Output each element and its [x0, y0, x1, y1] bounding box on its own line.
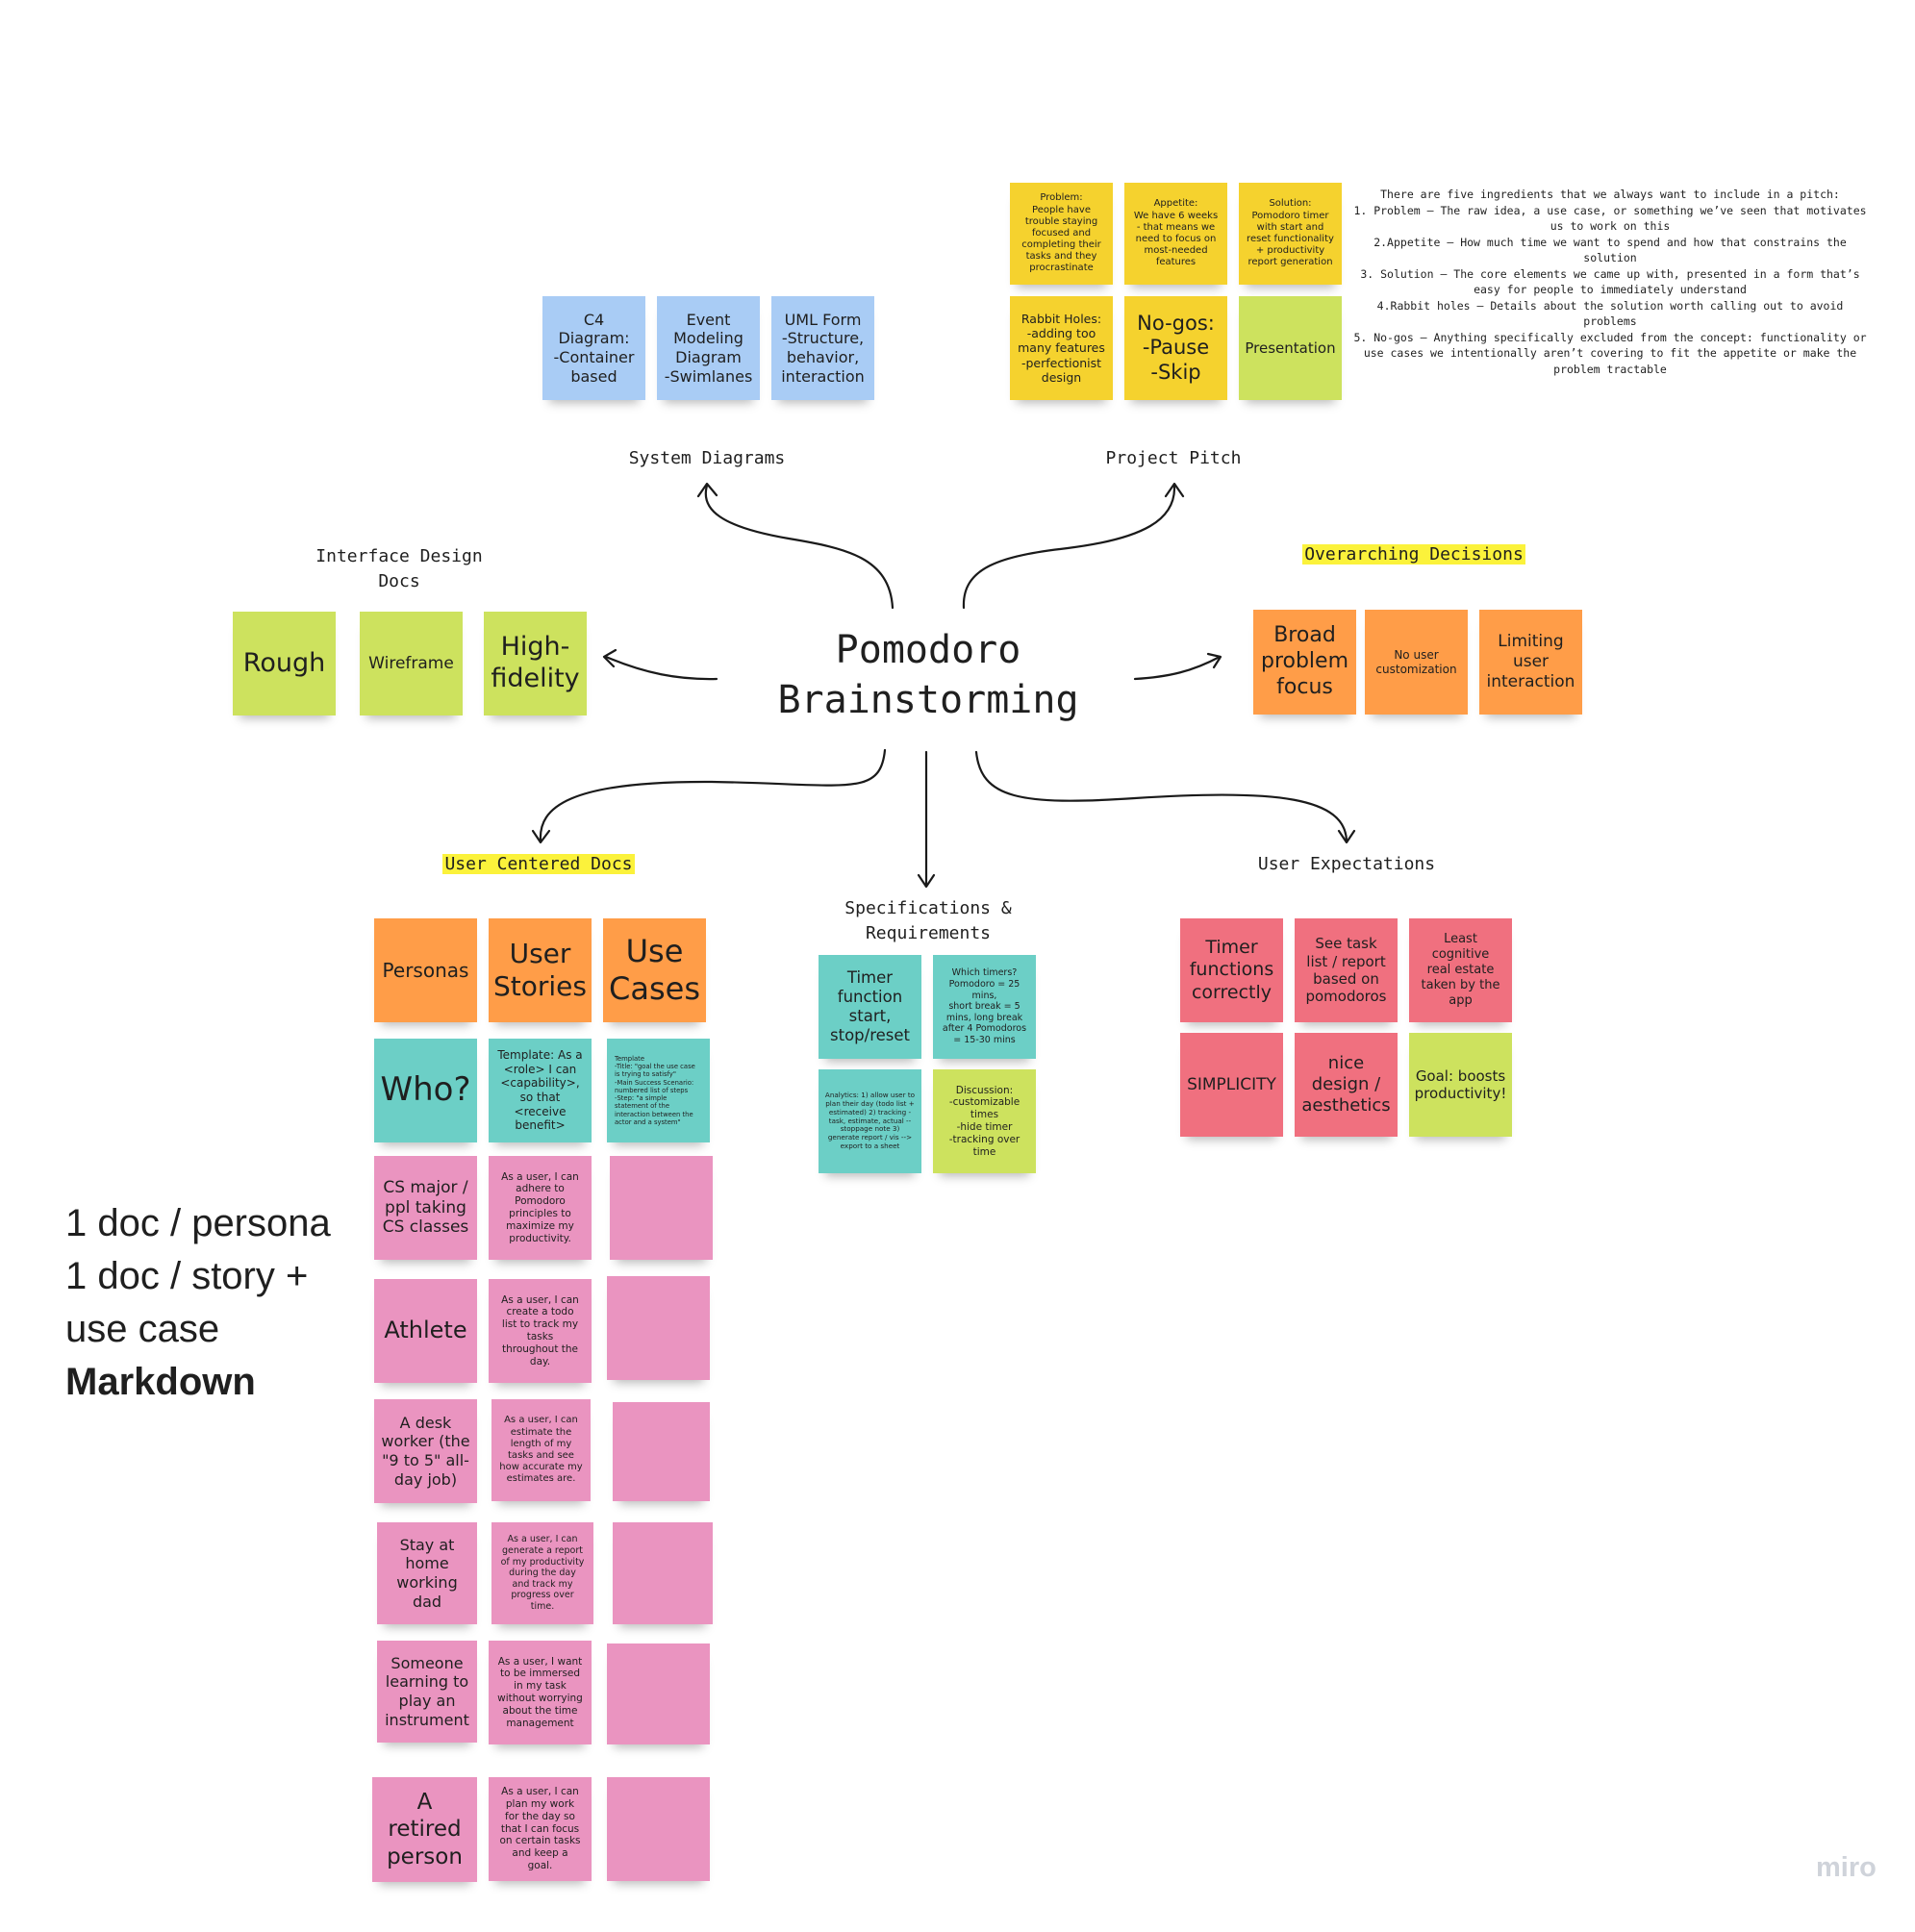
arrowhead-interface-design [602, 648, 617, 668]
arrow-to-user-expectations [974, 750, 1348, 842]
sticky-note-persona-cs-major[interactable]: CS major / ppl taking CS classes [374, 1156, 477, 1260]
sticky-note-use-case-empty[interactable] [607, 1276, 710, 1380]
sticky-note-persona-retired-person[interactable]: A retired person [372, 1777, 477, 1882]
arrow-to-user-centered [539, 748, 887, 842]
sticky-note-user-story-template[interactable]: Template: As a <role> I can <capability>… [489, 1039, 592, 1142]
sticky-note-broad-problem-focus[interactable]: Broad problem focus [1253, 610, 1356, 715]
arrow-to-project-pitch [962, 485, 1176, 610]
highlighted-text: Overarching Decisions [1302, 544, 1525, 565]
section-label-user-centered-docs: User Centered Docs [414, 854, 664, 874]
sticky-note-rough[interactable]: Rough [233, 612, 336, 715]
sticky-note-persona-desk-worker[interactable]: A desk worker (the "9 to 5" all-day job) [374, 1399, 477, 1503]
sticky-note-c4-diagram[interactable]: C4 Diagram: -Container based [542, 296, 645, 400]
sticky-note-story-generate-report[interactable]: As a user, I can generate a report of my… [491, 1522, 593, 1624]
doc-format-line: 1 doc / persona [65, 1202, 331, 1244]
sticky-note-spec-discussion[interactable]: Discussion: -customizable times -hide ti… [933, 1069, 1036, 1173]
sticky-note-pitch-solution[interactable]: Solution: Pomodoro timer with start and … [1239, 183, 1342, 285]
section-label-interface-design: Interface Design Docs [315, 546, 483, 591]
miro-watermark: miro [1816, 1852, 1877, 1883]
sticky-note-user-stories-header[interactable]: User Stories [489, 918, 592, 1022]
sticky-note-persona-athlete[interactable]: Athlete [374, 1279, 477, 1383]
sticky-note-use-case-empty[interactable] [613, 1402, 710, 1501]
sticky-note-use-case-empty[interactable] [610, 1156, 713, 1260]
sticky-note-use-case-empty[interactable] [613, 1522, 713, 1624]
sticky-note-story-estimate-tasks[interactable]: As a user, I can estimate the length of … [491, 1399, 591, 1501]
sticky-note-high-fidelity[interactable]: High- fidelity [484, 612, 587, 715]
sticky-note-persona-instrument-learner[interactable]: Someone learning to play an instrument [377, 1641, 477, 1743]
sticky-note-story-todo-list[interactable]: As a user, I can create a todo list to t… [489, 1279, 592, 1383]
pitch-ingredients-text: There are five ingredients that we alway… [1353, 188, 1867, 376]
arrowhead-user-expectations [1337, 829, 1356, 844]
sticky-note-pitch-presentation[interactable]: Presentation [1239, 296, 1342, 400]
sticky-note-wireframe[interactable]: Wireframe [360, 612, 463, 715]
doc-format-note: 1 doc / persona 1 doc / story + use case… [65, 1197, 373, 1409]
doc-format-line: 1 doc / story + [65, 1255, 309, 1297]
section-label-project-pitch: Project Pitch [1105, 448, 1242, 468]
sticky-note-spec-analytics[interactable]: Analytics: 1) allow user to plan their d… [819, 1069, 921, 1173]
sticky-note-expectation-least-cognitive[interactable]: Least cognitive real estate taken by the… [1409, 918, 1512, 1022]
highlighted-text: User Centered Docs [442, 854, 635, 874]
arrow-to-overarching [1133, 655, 1222, 681]
doc-format-line: Markdown [65, 1361, 256, 1403]
arrowhead-project-pitch [1164, 482, 1185, 498]
sticky-note-use-case-empty[interactable] [607, 1643, 710, 1744]
sticky-note-persona-stay-at-home-dad[interactable]: Stay at home working dad [377, 1522, 477, 1624]
arrow-to-system-diagrams [704, 484, 895, 610]
sticky-note-story-pomodoro-principles[interactable]: As a user, I can adhere to Pomodoro prin… [489, 1156, 592, 1260]
section-label-user-expectations: User Expectations [1257, 854, 1436, 874]
sticky-note-personas-header[interactable]: Personas [374, 918, 477, 1022]
sticky-note-expectation-timer-functions[interactable]: Timer functions correctly [1180, 918, 1283, 1022]
sticky-note-expectation-nice-design[interactable]: nice design / aesthetics [1295, 1033, 1398, 1137]
sticky-note-story-plan-work[interactable]: As a user, I can plan my work for the da… [489, 1777, 592, 1881]
sticky-note-expectation-simplicity[interactable]: SIMPLICITY [1180, 1033, 1283, 1137]
sticky-note-use-cases-header[interactable]: Use Cases [603, 918, 706, 1022]
section-label-overarching-decisions: Overarching Decisions [1289, 544, 1539, 565]
sticky-note-pitch-no-gos[interactable]: No-gos: -Pause -Skip [1124, 296, 1227, 400]
sticky-note-spec-timer-function[interactable]: Timer function start, stop/reset [819, 955, 921, 1059]
sticky-note-uml-form[interactable]: UML Form -Structure, behavior, interacti… [771, 296, 874, 400]
sticky-note-spec-which-timers[interactable]: Which timers? Pomodoro = 25 mins, short … [933, 955, 1036, 1059]
sticky-note-event-modeling[interactable]: Event Modeling Diagram -Swimlanes [657, 296, 760, 400]
sticky-note-use-case-empty[interactable] [607, 1777, 710, 1881]
section-label-system-diagrams: System Diagrams [628, 448, 786, 468]
arrowhead-specs [917, 873, 936, 889]
sticky-note-pitch-appetite[interactable]: Appetite: We have 6 weeks - that means w… [1124, 183, 1227, 285]
sticky-note-who[interactable]: Who? [374, 1039, 477, 1142]
section-label-specifications: Specifications & Requirements [844, 898, 1012, 943]
arrow-to-interface-design [604, 655, 718, 681]
sticky-note-expectation-goal[interactable]: Goal: boosts productivity! [1409, 1033, 1512, 1137]
sticky-note-pitch-rabbit-holes[interactable]: Rabbit Holes: -adding too many features … [1010, 296, 1113, 400]
arrowhead-user-centered [531, 829, 551, 844]
sticky-note-use-case-template[interactable]: Template -Title: "goal the use case is t… [607, 1039, 710, 1142]
sticky-note-expectation-task-list[interactable]: See task list / report based on pomodoro… [1295, 918, 1398, 1022]
sticky-note-no-user-customization[interactable]: No user customization [1365, 610, 1468, 715]
page-title: Pomodoro Brainstorming [777, 628, 1079, 722]
sticky-note-limiting-user-interaction[interactable]: Limiting user interaction [1479, 610, 1582, 715]
arrowhead-overarching [1206, 652, 1222, 669]
sticky-note-story-immersed[interactable]: As a user, I want to be immersed in my t… [489, 1641, 592, 1744]
sticky-note-pitch-problem[interactable]: Problem: People have trouble staying foc… [1010, 183, 1113, 285]
doc-format-line: use case [65, 1308, 220, 1350]
arrowhead-system-diagrams [696, 482, 718, 498]
